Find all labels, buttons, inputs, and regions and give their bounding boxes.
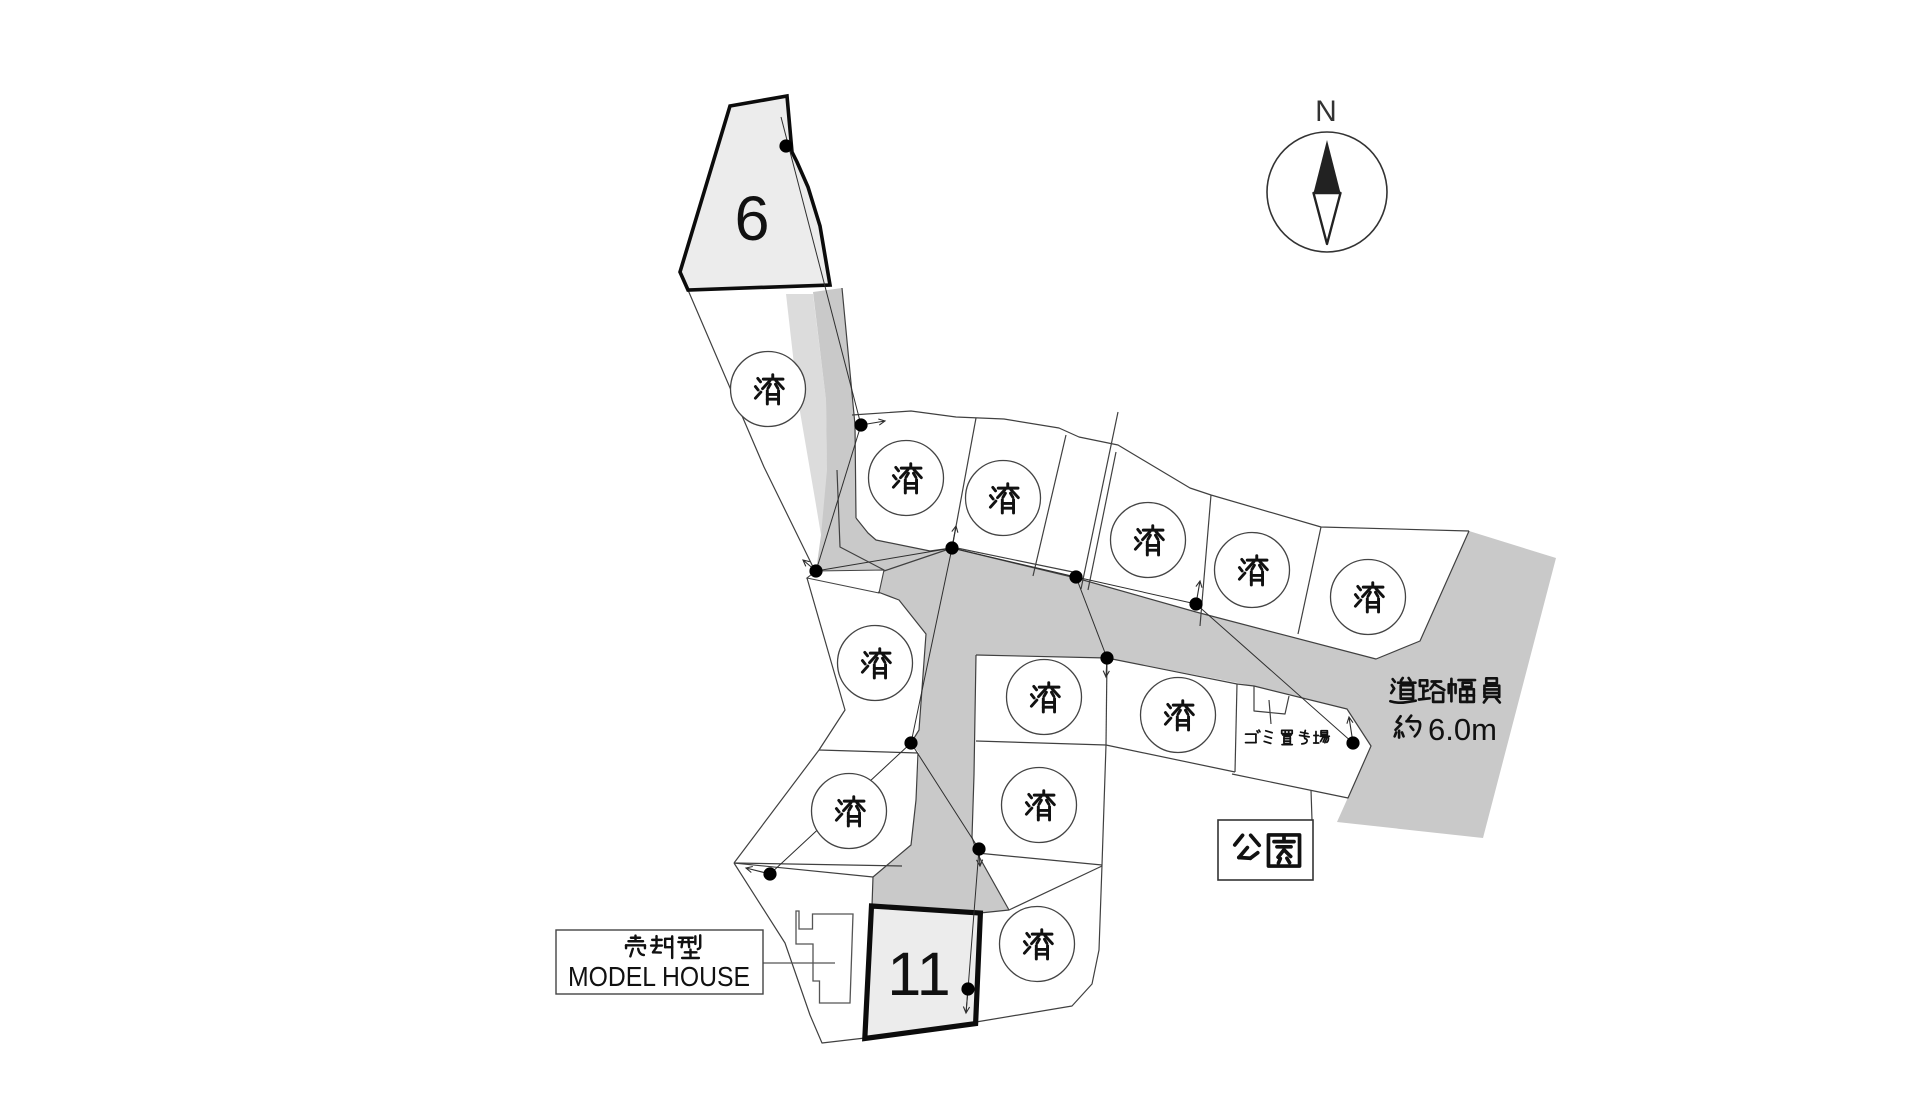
svg-text:11: 11 (887, 940, 950, 1008)
svg-text:N: N (1315, 95, 1337, 128)
svg-text:6.0m: 6.0m (1428, 712, 1497, 747)
svg-text:MODEL HOUSE: MODEL HOUSE (568, 961, 750, 992)
svg-text:6: 6 (734, 184, 769, 254)
